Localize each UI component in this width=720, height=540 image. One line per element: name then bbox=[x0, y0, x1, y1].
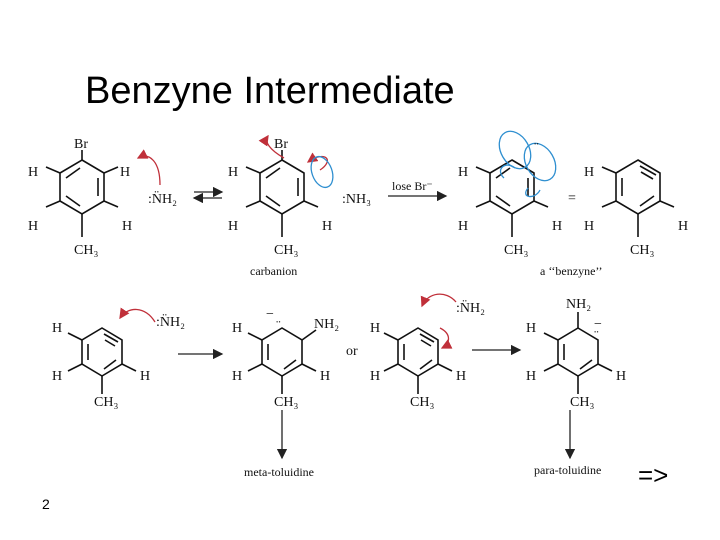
hydrogen-label: H bbox=[28, 165, 38, 180]
hydrogen-label: H bbox=[322, 219, 332, 234]
negative-charge: − bbox=[266, 307, 274, 322]
para-anion-structure: NH₂ H H H CH₃ − ¨ bbox=[526, 297, 626, 410]
orbital-lobe bbox=[525, 187, 541, 198]
page-number: 2 bbox=[42, 496, 50, 512]
bromotoluene-structure: Br H H H H CH₃ bbox=[28, 137, 132, 258]
hydrogen-label: H bbox=[52, 369, 62, 384]
carbanion-label: carbanion bbox=[250, 264, 297, 278]
methyl-label: CH₃ bbox=[630, 243, 654, 258]
next-slide-arrow[interactable]: => bbox=[638, 460, 669, 490]
benzyne-amide-structure: H H H CH₃ bbox=[52, 321, 150, 410]
ammonia-label: :NH₃ bbox=[342, 192, 371, 207]
lone-pair: ¨ bbox=[276, 319, 281, 334]
hydrogen-label: H bbox=[678, 219, 688, 234]
orbital-lobe bbox=[310, 155, 334, 189]
hydrogen-label: H bbox=[458, 219, 468, 234]
amide-label: :N̈H₂ bbox=[148, 190, 177, 207]
curly-arrow bbox=[306, 152, 328, 171]
methyl-label: CH₃ bbox=[74, 243, 98, 258]
hydrogen-label: H bbox=[28, 219, 38, 234]
hydrogen-label: H bbox=[370, 369, 380, 384]
hydrogen-label: H bbox=[552, 219, 562, 234]
curly-arrow bbox=[119, 307, 156, 323]
methyl-label: CH₃ bbox=[274, 395, 298, 410]
hydrogen-label: H bbox=[228, 165, 238, 180]
hydrogen-label: H bbox=[122, 219, 132, 234]
amide-label: :N̈H₂ bbox=[456, 299, 485, 316]
hydrogen-label: H bbox=[526, 369, 536, 384]
lone-pair: ¨ bbox=[594, 329, 599, 344]
hydrogen-label: H bbox=[140, 369, 150, 384]
hydrogen-label: H bbox=[320, 369, 330, 384]
meta-toluidine-label: meta-toluidine bbox=[244, 465, 314, 479]
amine-label: NH₂ bbox=[566, 297, 591, 312]
slide-title: Benzyne Intermediate bbox=[85, 70, 455, 112]
lose-br-label: lose Br⁻ bbox=[392, 179, 433, 193]
hydrogen-label: H bbox=[52, 321, 62, 336]
bromine-label: Br bbox=[274, 137, 288, 152]
orbital-electron-dots: ¨ bbox=[534, 141, 539, 156]
amide-label: :N̈H₂ bbox=[156, 313, 185, 330]
equals-sign: = bbox=[568, 191, 576, 206]
curly-arrow bbox=[439, 327, 453, 349]
hydrogen-label: H bbox=[232, 321, 242, 336]
negative-charge: − bbox=[594, 317, 602, 332]
hydrogen-label: H bbox=[370, 321, 380, 336]
carbanion-structure: Br H H H CH₃ carbanion bbox=[228, 137, 332, 278]
benzyne-triple-bond-structure: H H H CH₃ bbox=[584, 159, 688, 258]
meta-anion-structure: NH₂ H H H CH₃ − ¨ bbox=[232, 307, 339, 410]
hydrogen-label: H bbox=[228, 219, 238, 234]
methyl-label: CH₃ bbox=[274, 243, 298, 258]
hydrogen-label: H bbox=[584, 165, 594, 180]
hydrogen-label: H bbox=[232, 369, 242, 384]
curly-arrow bbox=[420, 293, 457, 308]
or-label: or bbox=[346, 344, 358, 359]
hydrogen-label: H bbox=[616, 369, 626, 384]
hydrogen-label: H bbox=[526, 321, 536, 336]
curly-arrow bbox=[258, 134, 285, 159]
hydrogen-label: H bbox=[456, 369, 466, 384]
hydrogen-label: H bbox=[584, 219, 594, 234]
bromine-label: Br bbox=[74, 137, 88, 152]
benzyne-label: a ‘‘benzyne’’ bbox=[540, 264, 603, 278]
orbital-lobe bbox=[523, 142, 557, 182]
para-toluidine-label: para-toluidine bbox=[534, 463, 601, 477]
methyl-label: CH₃ bbox=[570, 395, 594, 410]
hydrogen-label: H bbox=[120, 165, 130, 180]
hydrogen-label: H bbox=[458, 165, 468, 180]
benzyne-structure: H H H CH₃ a ‘‘benzyne’’ bbox=[458, 159, 603, 278]
orbital-lobe bbox=[499, 164, 516, 179]
amine-label: NH₂ bbox=[314, 317, 339, 332]
orbital-lobe bbox=[498, 130, 532, 170]
methyl-label: CH₃ bbox=[410, 395, 434, 410]
curly-arrow bbox=[136, 149, 161, 186]
methyl-label: CH₃ bbox=[504, 243, 528, 258]
benzyne-amide-para-structure: H H H CH₃ bbox=[370, 321, 466, 410]
methyl-label: CH₃ bbox=[94, 395, 118, 410]
